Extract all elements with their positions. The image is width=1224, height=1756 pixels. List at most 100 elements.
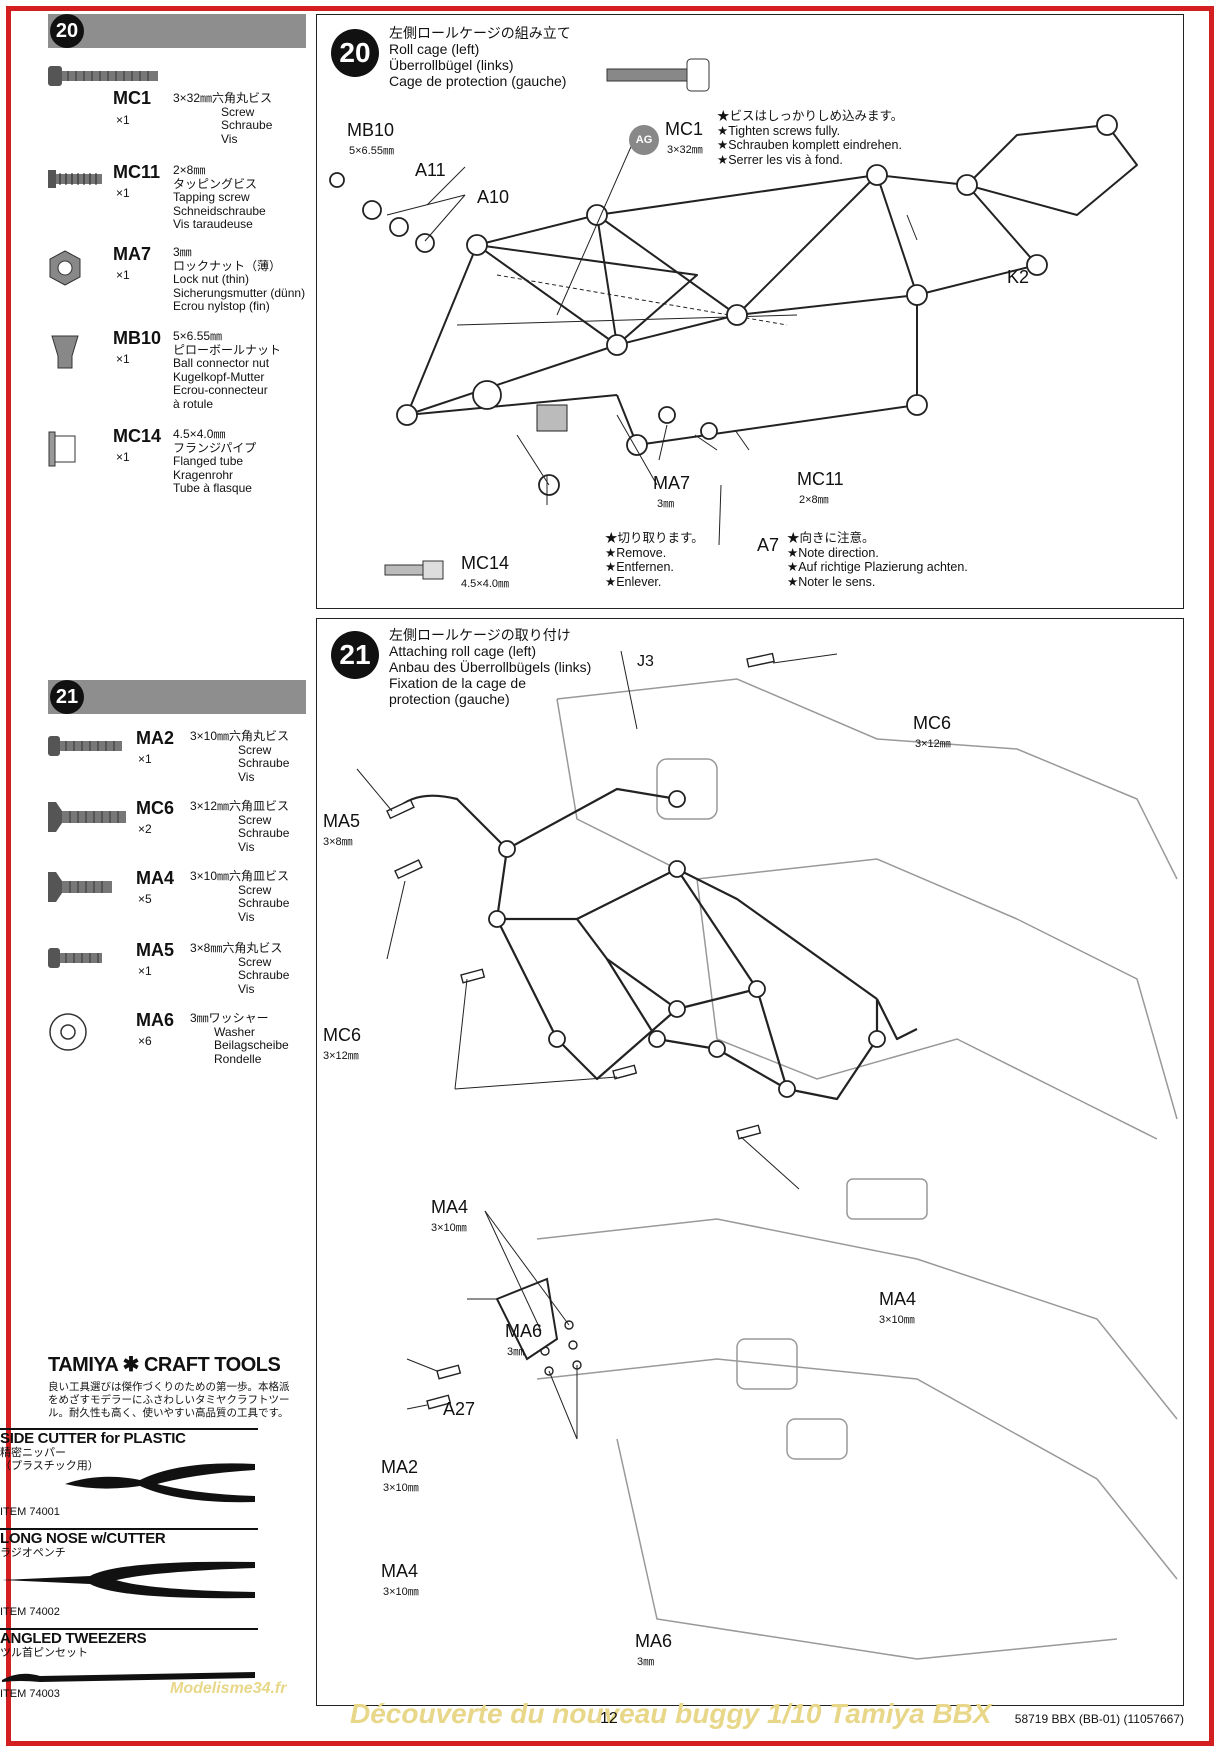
label-mc11-size: 2×8㎜ <box>799 494 829 506</box>
part-desc: 3×8㎜六角丸ビス Screw Schraube Vis <box>190 941 290 996</box>
tweezers-icon <box>2 1672 255 1682</box>
label-ma7: MA7 <box>653 473 691 493</box>
part-ma5: MA5 ×1 3×8㎜六角丸ビス Screw Schraube Vis <box>48 940 313 1006</box>
part-qty: ×1 <box>116 113 130 127</box>
part-desc: 3㎜ワッシャー Washer Beilagscheibe Rondelle <box>190 1011 289 1066</box>
screw-icon <box>48 66 158 86</box>
tool-item-number: ITEM 74001 <box>0 1506 60 1518</box>
label-mc6-top-size: 3×12㎜ <box>915 738 951 750</box>
lock-nut-icon <box>49 250 81 286</box>
side-cutter-icon <box>65 1463 255 1503</box>
part-desc: 3×10㎜六角皿ビス Screw Schraube Vis <box>190 869 290 924</box>
roll-cage-drawing <box>329 58 1138 580</box>
part-desc: 4.5×4.0㎜ フランジパイプ Flanged tube Kragenrohr… <box>173 427 257 495</box>
part-code: MA2 <box>136 728 175 748</box>
label-k2: K2 <box>1007 267 1030 287</box>
part-ma6: MA6 ×6 3㎜ワッシャー Washer Beilagscheibe Rond… <box>48 1011 313 1076</box>
label-ma4-a-size: 3×10㎜ <box>431 1222 467 1234</box>
part-code: MA5 <box>136 940 175 960</box>
part-desc: 3×32㎜六角丸ビス Screw Schraube Vis <box>173 91 273 146</box>
label-mc11: MC11 <box>797 469 844 489</box>
label-a11: A11 <box>415 160 446 180</box>
label-ma4-c-size: 3×10㎜ <box>383 1586 419 1598</box>
label-ma6-top: MA6 <box>505 1321 543 1341</box>
part-code: MC14 <box>113 426 162 446</box>
washer-icon <box>49 1013 87 1051</box>
part-mb10: MB10 ×1 5×6.55㎜ ピローボールナット Ball connector… <box>48 328 313 415</box>
part-mc14: MC14 ×1 4.5×4.0㎜ フランジパイプ Flanged tube Kr… <box>48 426 313 503</box>
note-tighten: ★ビスはしっかりしめ込みます。 ★Tighten screws fully. ★… <box>717 109 904 167</box>
long-nose-pliers-icon <box>2 1561 255 1599</box>
part-code: MC6 <box>136 798 175 818</box>
flanged-tube-icon <box>48 431 76 467</box>
label-ma6-bottom-size: 3㎜ <box>637 1656 655 1668</box>
part-mc11: MC11 ×1 2×8㎜ タッピングビス Tapping screw Schne… <box>48 162 313 234</box>
label-mc14-size: 4.5×4.0㎜ <box>461 578 510 590</box>
label-ma6-top-size: 3㎜ <box>507 1346 525 1358</box>
step21-title: 左側ロールケージの取り付け Attaching roll cage (left)… <box>389 627 592 707</box>
step21-number: 21 <box>331 631 379 679</box>
cut-tab <box>536 404 568 432</box>
countersunk-screw-icon <box>48 802 126 832</box>
page-border <box>6 6 1214 1746</box>
part-qty: ×1 <box>138 752 152 766</box>
label-ma2-size: 3×10㎜ <box>383 1482 419 1494</box>
part-qty: ×1 <box>116 186 130 200</box>
label-ma4-a: MA4 <box>431 1197 469 1217</box>
countersunk-screw-icon <box>48 872 112 902</box>
label-ma4-b-size: 3×10㎜ <box>879 1314 915 1326</box>
tapping-screw-icon <box>48 170 102 188</box>
step20-number: 20 <box>331 29 379 77</box>
tool-name: LONG NOSE w/CUTTER <box>0 1530 166 1547</box>
label-mc1: MC1 <box>665 119 704 139</box>
label-j3: J3 <box>637 653 654 670</box>
page-number: 12 <box>600 1710 618 1727</box>
note-direction: ★向きに注意。 ★Note direction. ★Auf richtige P… <box>787 531 968 589</box>
label-mb10-size: 5×6.55㎜ <box>349 145 394 157</box>
label-ma2: MA2 <box>381 1457 419 1477</box>
chassis-drawing <box>356 650 1178 1660</box>
ball-connector-nut-icon <box>51 335 79 369</box>
screw-icon <box>48 948 102 968</box>
tool-jp: ラジオペンチ <box>0 1547 66 1559</box>
label-ma7-size: 3㎜ <box>657 498 675 510</box>
part-qty: ×1 <box>116 268 130 282</box>
tool-name: ANGLED TWEEZERS <box>0 1630 147 1647</box>
craft-tools-section: TAMIYA ✱ CRAFT TOOLS 良い工具選びは傑作づくりのための第一歩… <box>48 1352 306 1420</box>
label-ma4-c: MA4 <box>381 1561 419 1581</box>
watermark-site: Modelisme34.fr <box>170 1680 287 1697</box>
label-mc1-size: 3×32㎜ <box>667 144 703 156</box>
step21-panel: 21 左側ロールケージの取り付け Attaching roll cage (le… <box>316 618 1184 1706</box>
part-code: MB10 <box>113 328 162 348</box>
tool-item-number: ITEM 74002 <box>0 1606 60 1618</box>
label-a10: A10 <box>477 187 510 207</box>
part-ma2: MA2 ×1 3×10㎜六角丸ビス Screw Schraube Vis <box>48 728 313 794</box>
screw-icon <box>48 736 122 756</box>
label-mc6-left-size: 3×12㎜ <box>323 1050 359 1062</box>
tool-jp: 精密ニッパー（プラスチック用） <box>0 1447 99 1472</box>
part-qty: ×1 <box>138 964 152 978</box>
label-mc14: MC14 <box>461 553 510 573</box>
part-code: MC11 <box>113 162 161 182</box>
tool-name: SIDE CUTTER for PLASTIC <box>0 1430 186 1447</box>
part-qty: ×2 <box>138 822 152 836</box>
part-code: MA4 <box>136 868 175 888</box>
ag-badge: AG <box>629 125 659 155</box>
footer-code: 58719 BBX (BB-01) (11057667) <box>1014 1712 1184 1726</box>
part-qty: ×6 <box>138 1034 152 1048</box>
step20-panel: 20 左側ロールケージの組み立て Roll cage (left) Überro… <box>316 14 1184 609</box>
part-desc: 3×12㎜六角皿ビス Screw Schraube Vis <box>190 799 290 854</box>
part-desc: 2×8㎜ タッピングビス Tapping screw Schneidschrau… <box>173 163 266 231</box>
part-mc6: MC6 ×2 3×12㎜六角皿ビス Screw Schraube Vis <box>48 798 313 864</box>
label-mc6-left: MC6 <box>323 1025 362 1045</box>
tool-angled-tweezers: ANGLED TWEEZERS ツル首ピンセット ITEM 74003 <box>0 1628 258 1702</box>
label-ma4-b: MA4 <box>879 1289 917 1309</box>
part-desc: 3㎜ ロックナット（薄） Lock nut (thin) Sicherungsm… <box>173 245 306 313</box>
watermark-title: Découverte du nouveau buggy 1/10 Tamiya … <box>350 1698 992 1729</box>
label-a27: A27 <box>443 1399 476 1419</box>
part-qty: ×1 <box>116 352 130 366</box>
part-desc: 3×10㎜六角丸ビス Screw Schraube Vis <box>190 729 290 784</box>
step20-title: 左側ロールケージの組み立て Roll cage (left) Überrollb… <box>389 25 571 89</box>
label-a7: A7 <box>757 535 780 555</box>
part-qty: ×5 <box>138 892 152 906</box>
